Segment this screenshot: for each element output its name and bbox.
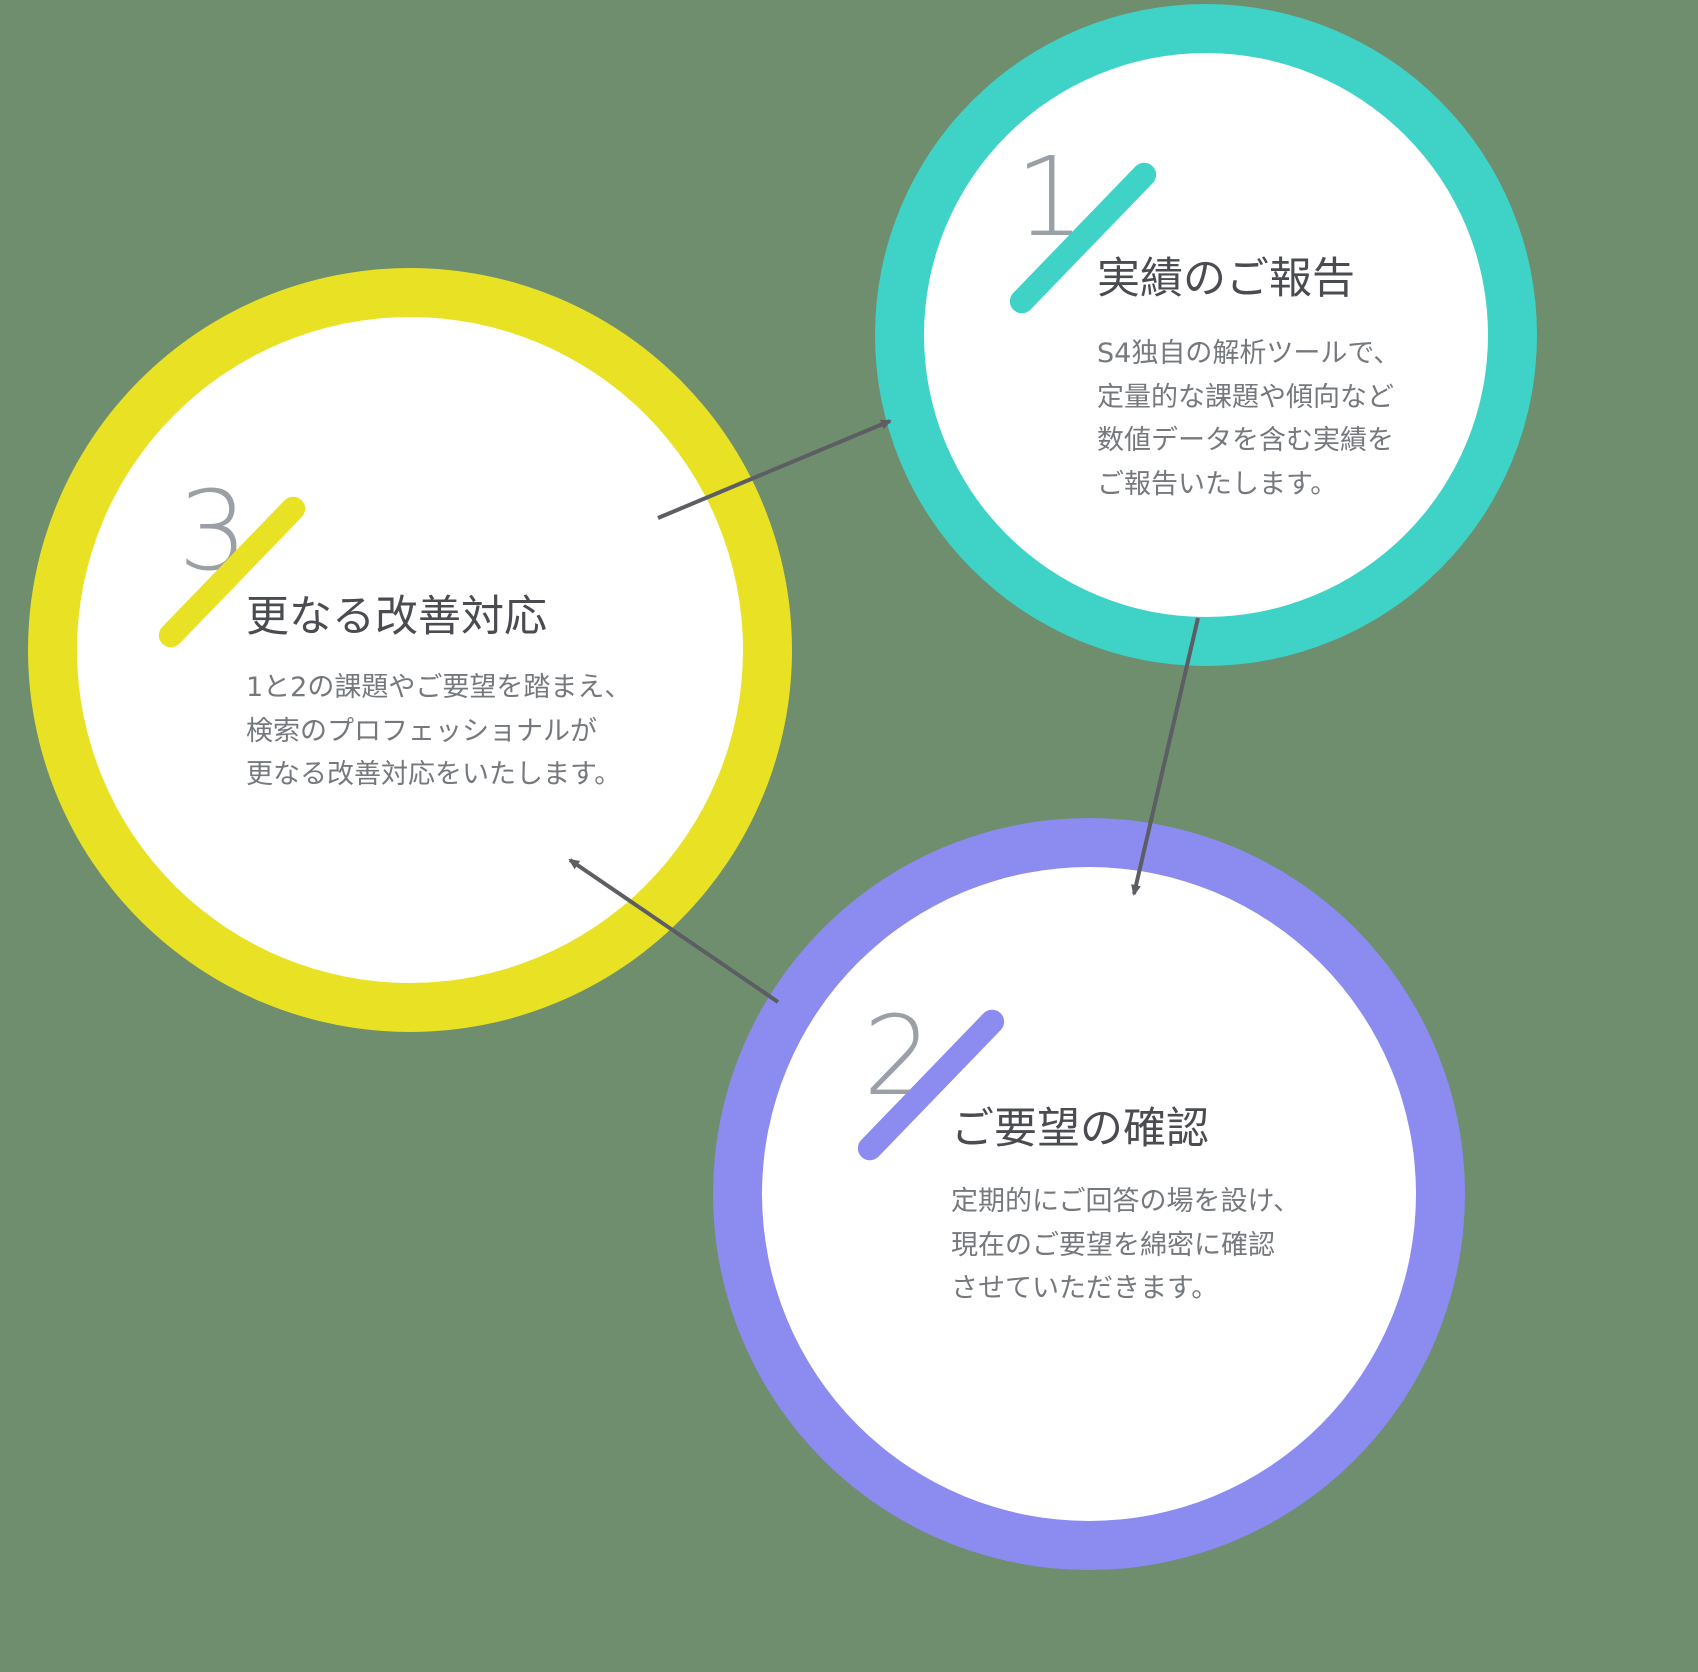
step-title: ご要望の確認	[951, 1104, 1209, 1154]
step-circle-further-improvement: 3 更なる改善対応 1と2の課題やご要望を踏まえ、 検索のプロフェッショナルが …	[28, 268, 792, 1032]
step-title: 更なる改善対応	[246, 592, 547, 642]
step-circle-results-report: 1 実績のご報告 S4独自の解析ツールで、 定量的な課題や傾向など 数値データを…	[875, 4, 1537, 666]
step-title: 実績のご報告	[1097, 254, 1355, 304]
step-description: 1と2の課題やご要望を踏まえ、 検索のプロフェッショナルが 更なる改善対応をいた…	[246, 672, 632, 791]
step-description: S4独自の解析ツールで、 定量的な課題や傾向など 数値データを含む実績を ご報告…	[1097, 338, 1401, 501]
step-description: 定期的にご回答の場を設け、 現在のご要望を綿密に確認 させていただきます。	[951, 1186, 1301, 1305]
step-circle-request-confirmation: 2 ご要望の確認 定期的にご回答の場を設け、 現在のご要望を綿密に確認 させてい…	[713, 818, 1465, 1570]
